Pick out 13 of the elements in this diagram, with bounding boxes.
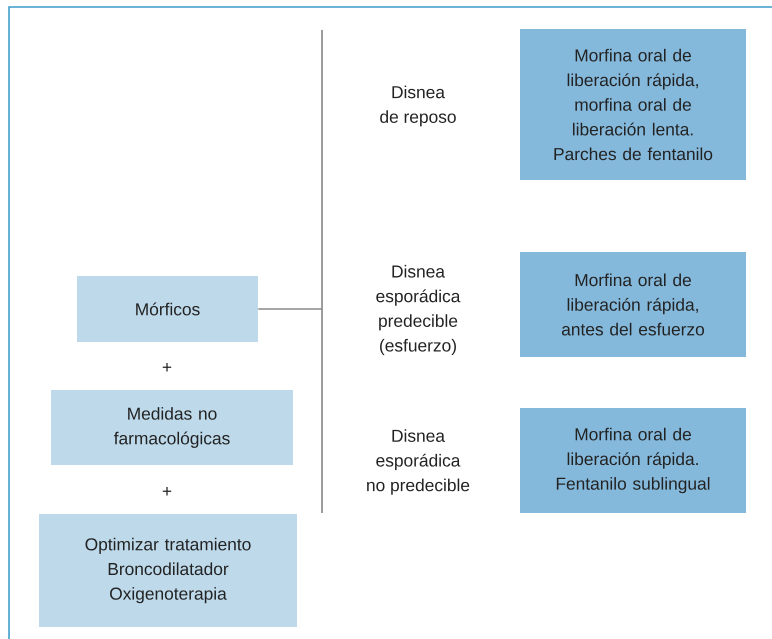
- condition-text: Disnea esporádica no predecible: [367, 429, 470, 495]
- plus-sign: +: [162, 363, 172, 372]
- medication-box: Morfina oral de liberación rápida, morfina oral de liberación lenta. Parches de fentanilo: [520, 29, 746, 180]
- medication-box: Morfina oral de liberación rápida. Fentanilo sublingual: [520, 408, 746, 513]
- condition-text: Disnea de reposo: [380, 86, 456, 126]
- condition-text: Disnea esporádica predecible (esfuerzo): [376, 264, 460, 356]
- connector-line: [258, 308, 322, 310]
- treatment-box: Medidas no farmacológicas: [51, 390, 293, 465]
- treatment-box: Optimizar tratamiento Broncodilatador Oxigenoterapia: [39, 514, 297, 627]
- medication-box: Morfina oral de liberación rápida, antes del esfuerzo: [520, 252, 746, 357]
- plus-sign: +: [162, 487, 172, 496]
- bracket-line: [321, 30, 323, 513]
- treatment-box: Mórficos: [77, 276, 258, 342]
